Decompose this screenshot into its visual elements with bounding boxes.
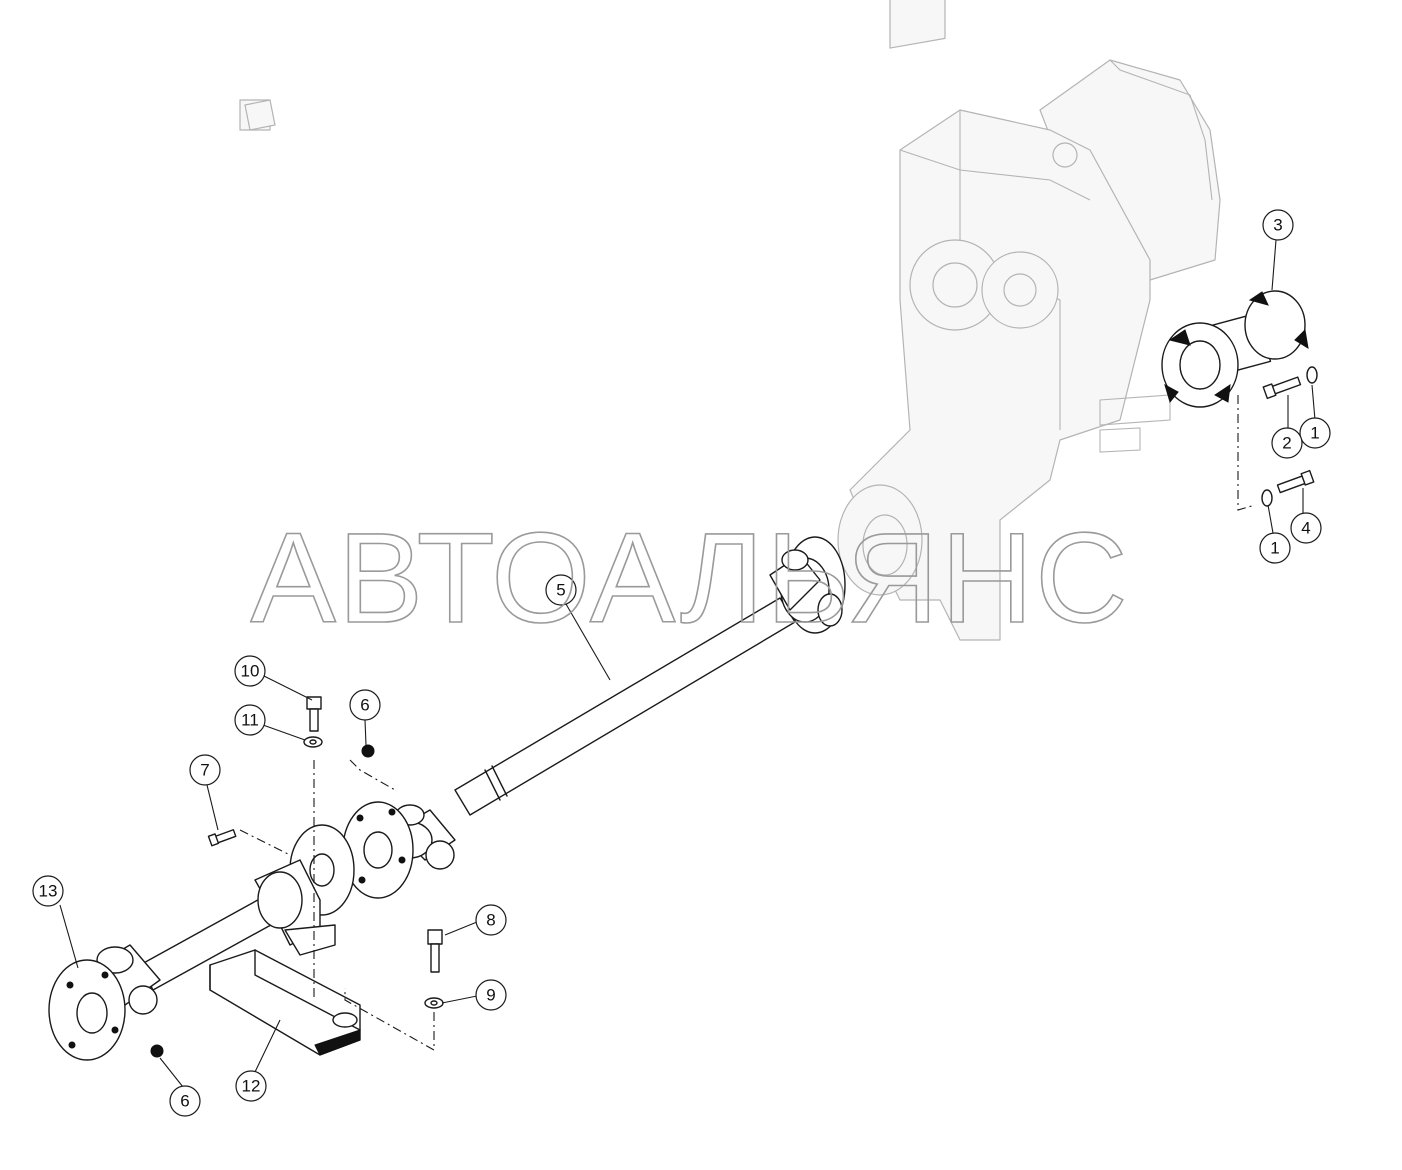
callout-6: 6	[349, 689, 381, 721]
callout-label: 3	[1273, 216, 1282, 235]
callout-1: 1	[1259, 532, 1291, 564]
washer-9	[424, 997, 444, 1009]
callout-4: 4	[1290, 512, 1322, 544]
gearbox-housing	[239, 0, 1221, 641]
callout-11: 11	[234, 704, 266, 736]
leader-lines	[59, 239, 1316, 1088]
bolt-4	[1276, 469, 1315, 494]
callout-label: 9	[486, 986, 495, 1005]
callout-label: 6	[360, 696, 369, 715]
nut-6b	[150, 1044, 164, 1058]
centerline-bolt-7	[239, 829, 291, 856]
washer-1a	[1306, 366, 1318, 384]
callout-1: 1	[1299, 417, 1331, 449]
callout-label: 4	[1301, 519, 1310, 538]
bracket	[209, 949, 361, 1056]
bolt-10	[306, 696, 322, 732]
callout-3: 3	[1262, 209, 1294, 241]
main-driveshaft	[342, 536, 846, 899]
watermark: АВТОАЛЬЯНС	[250, 507, 1129, 650]
callout-label: 6	[180, 1092, 189, 1111]
callout-5: 5	[545, 574, 577, 606]
callout-label: 7	[200, 761, 209, 780]
centerline-coupling	[1237, 395, 1256, 511]
bolt-8	[427, 929, 443, 973]
callout-label: 13	[39, 882, 58, 901]
callout-label: 5	[556, 581, 565, 600]
centerline-nut-6	[349, 759, 396, 791]
callout-label: 8	[486, 911, 495, 930]
callout-7: 7	[189, 754, 221, 786]
nut-6a	[361, 744, 375, 758]
callout-6: 6	[169, 1085, 201, 1117]
callout-8: 8	[475, 904, 507, 936]
callout-label: 1	[1270, 539, 1279, 558]
callout-label: 12	[242, 1077, 261, 1096]
centerline-bolt-8	[344, 988, 435, 1051]
bolt-7	[207, 829, 237, 847]
flexible-coupling	[1161, 290, 1309, 408]
callout-2: 2	[1271, 427, 1303, 459]
callout-label: 10	[241, 662, 260, 681]
washer-11	[303, 736, 323, 748]
callout-label: 2	[1282, 434, 1291, 453]
intermediate-driveshaft	[48, 824, 355, 1061]
callout-label: 1	[1310, 424, 1319, 443]
callout-10: 10	[234, 655, 266, 687]
callout-13: 13	[32, 875, 64, 907]
callout-9: 9	[475, 979, 507, 1011]
callout-12: 12	[235, 1070, 267, 1102]
callout-label: 11	[241, 711, 259, 730]
bolt-2	[1262, 376, 1302, 400]
washer-1b	[1261, 489, 1273, 507]
